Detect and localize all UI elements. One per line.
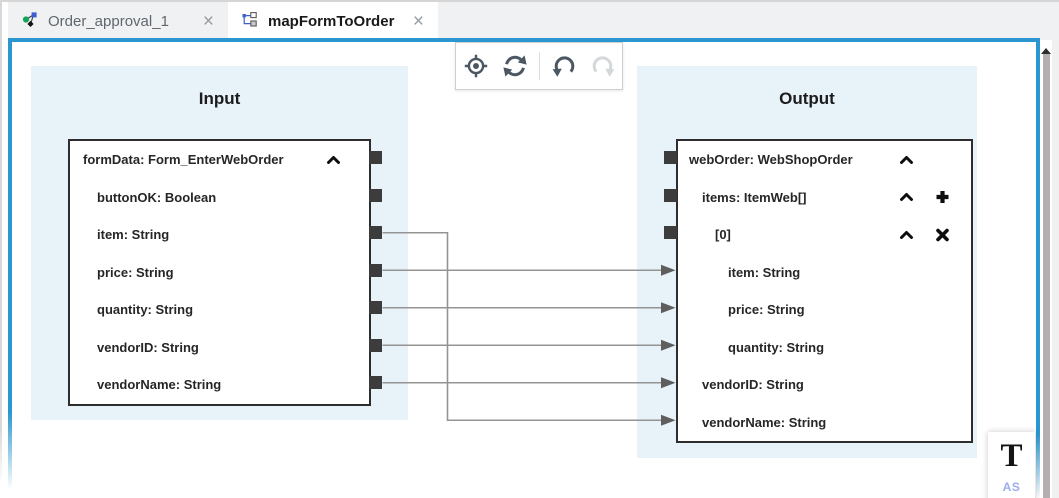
scrollbar-up-button[interactable] [1040, 43, 1052, 54]
auto-map-target-button[interactable] [461, 50, 491, 82]
input-port[interactable] [369, 301, 382, 315]
editor-frame-top [8, 38, 1040, 42]
input-tree-box: formData: Form_EnterWebOrder buttonOK: B… [68, 139, 371, 406]
output-field-row[interactable]: price: String [728, 302, 805, 318]
tab-map-form-to-order[interactable]: mapFormToOrder × [228, 2, 438, 40]
editor-frame-right [1036, 38, 1040, 498]
output-field-row[interactable]: items: ItemWeb[] [678, 179, 971, 217]
input-port[interactable] [369, 376, 382, 390]
input-field-row[interactable]: formData: Form_EnterWebOrder [70, 141, 369, 179]
input-field-row[interactable]: quantity: String [97, 302, 194, 318]
output-field-row[interactable]: webOrder: WebShopOrder [678, 141, 971, 179]
window-left-edge [0, 0, 2, 485]
right-side-strip [1052, 40, 1059, 498]
input-field-row[interactable]: vendorName: String [97, 377, 222, 393]
input-field-row[interactable]: item: String [97, 227, 170, 243]
connection-quantity[interactable] [382, 306, 676, 351]
refresh-mapping-button[interactable] [500, 50, 530, 82]
process-diagram-icon [22, 11, 38, 32]
tab-label: Order_approval_1 [48, 12, 169, 30]
mapping-icon [242, 11, 258, 32]
connection-vendorid[interactable] [382, 344, 676, 389]
connection-item[interactable] [382, 231, 676, 276]
input-panel-title: Input [198, 89, 241, 108]
redo-button[interactable] [588, 50, 618, 82]
collapse-chevron-icon[interactable] [899, 193, 914, 202]
output-port[interactable] [664, 188, 677, 202]
as-tool-button[interactable]: AS [1002, 480, 1021, 494]
connection-price[interactable] [382, 269, 676, 314]
collapse-chevron-icon[interactable] [899, 155, 914, 164]
text-tool-panel: T AS [988, 432, 1035, 498]
editor-frame-left [8, 38, 12, 494]
output-field-row[interactable]: quantity: String [728, 339, 825, 355]
toolbar-divider [538, 52, 540, 80]
close-tab-icon[interactable]: × [202, 10, 214, 32]
output-port[interactable] [664, 226, 677, 240]
vertical-scrollbar-thumb[interactable] [1043, 54, 1050, 498]
remove-array-item-icon[interactable] [936, 228, 949, 242]
input-port[interactable] [369, 263, 382, 277]
input-field-row[interactable]: vendorID: String [97, 339, 199, 355]
close-tab-icon[interactable]: × [412, 10, 424, 32]
collapse-chevron-icon[interactable] [899, 230, 914, 239]
output-field-row[interactable]: item: String [728, 264, 801, 280]
input-field-row[interactable]: price: String [97, 264, 174, 280]
window-top-edge [0, 0, 1059, 2]
tab-label: mapFormToOrder [268, 12, 395, 30]
input-port[interactable] [369, 338, 382, 352]
input-port[interactable] [369, 226, 382, 240]
input-field-row[interactable]: buttonOK: Boolean [97, 189, 217, 205]
input-port[interactable] [369, 151, 382, 165]
add-array-item-icon[interactable] [935, 190, 950, 205]
mapping-toolbar [455, 42, 623, 90]
collapse-chevron-icon[interactable] [326, 155, 341, 164]
output-field-row[interactable]: [0] [678, 216, 971, 254]
editor-tab-bar: Order_approval_1 × mapFormToOrder × [8, 2, 1059, 40]
output-field-row[interactable]: vendorID: String [702, 377, 804, 393]
output-panel-title: Output [779, 89, 835, 108]
output-field-row[interactable]: vendorName: String [702, 414, 827, 430]
connection-vendorname[interactable] [382, 381, 676, 426]
tab-order-approval[interactable]: Order_approval_1 × [8, 2, 228, 40]
input-port[interactable] [369, 188, 382, 202]
undo-button[interactable] [549, 50, 579, 82]
output-tree-box: webOrder: WebShopOrder items: ItemWeb[] … [676, 139, 973, 443]
text-tool-button[interactable]: T [1000, 438, 1023, 474]
output-port[interactable] [664, 151, 677, 165]
